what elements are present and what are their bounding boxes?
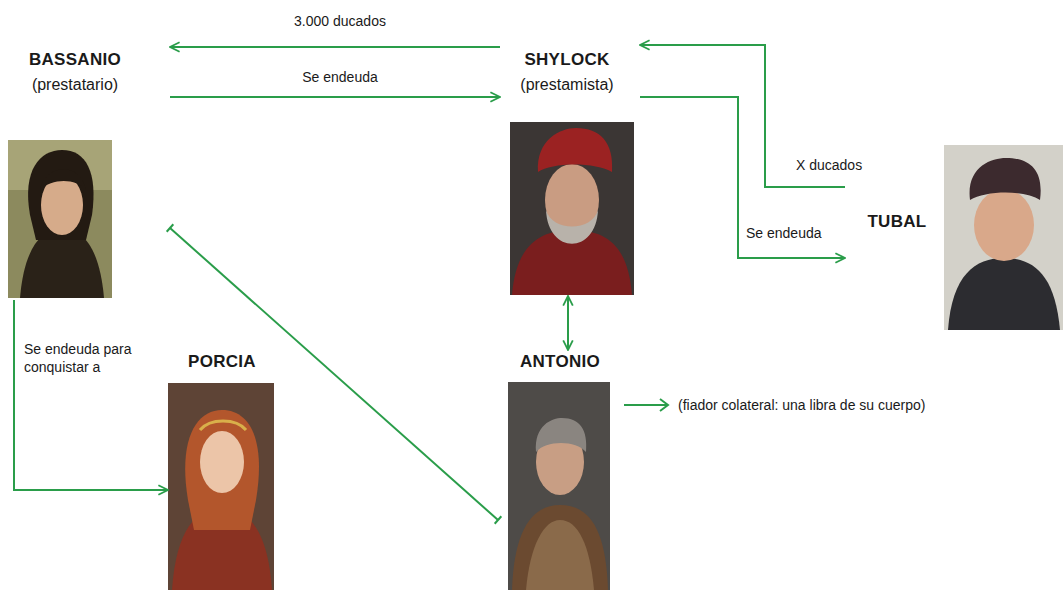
connector-line xyxy=(170,96,500,98)
bassanio-card: BASSANIO (prestatario) xyxy=(8,44,170,300)
actor-name: TUBAL xyxy=(857,212,937,232)
edge-label: 3.000 ducados xyxy=(250,12,430,30)
role-caption: (prestatario) xyxy=(8,76,142,94)
connector xyxy=(568,296,569,350)
antonio-portrait xyxy=(508,382,610,590)
connector-line xyxy=(640,97,845,258)
connector xyxy=(170,47,500,48)
porcia-portrait xyxy=(168,383,274,590)
connector-line xyxy=(567,296,569,350)
connector-line xyxy=(14,300,168,490)
antonio-card: ANTONIO xyxy=(498,350,622,590)
tubal-portrait xyxy=(944,145,1063,330)
edge-label: X ducados xyxy=(796,156,886,174)
edge-label: Se endeuda xyxy=(746,224,842,242)
porcia-card: PORCIA xyxy=(168,350,276,590)
connector xyxy=(14,300,168,490)
actor-name: PORCIA xyxy=(168,352,276,372)
connector xyxy=(170,97,500,98)
actor-name: BASSANIO xyxy=(8,50,142,70)
tee-end xyxy=(167,224,174,231)
collateral-leader xyxy=(624,399,668,411)
shylock-card: SHYLOCK (prestamista) xyxy=(500,44,640,296)
actor-name: SHYLOCK xyxy=(500,50,634,70)
actor-name: ANTONIO xyxy=(498,352,622,372)
note-label: (fiador colateral: una libra de su cuerp… xyxy=(678,396,925,414)
connector xyxy=(640,97,845,258)
edge-label: Se endeuda xyxy=(250,68,430,86)
role-caption: (prestamista) xyxy=(500,76,634,94)
connector-line xyxy=(170,228,498,520)
shylock-portrait xyxy=(510,122,634,295)
tubal-card: TUBAL xyxy=(845,145,1063,332)
bassanio-portrait xyxy=(8,140,112,298)
connector-line xyxy=(170,46,500,48)
edge-label: Se endeuda para conquistar a xyxy=(24,340,156,376)
connector xyxy=(167,224,502,523)
tee-end xyxy=(495,516,502,523)
